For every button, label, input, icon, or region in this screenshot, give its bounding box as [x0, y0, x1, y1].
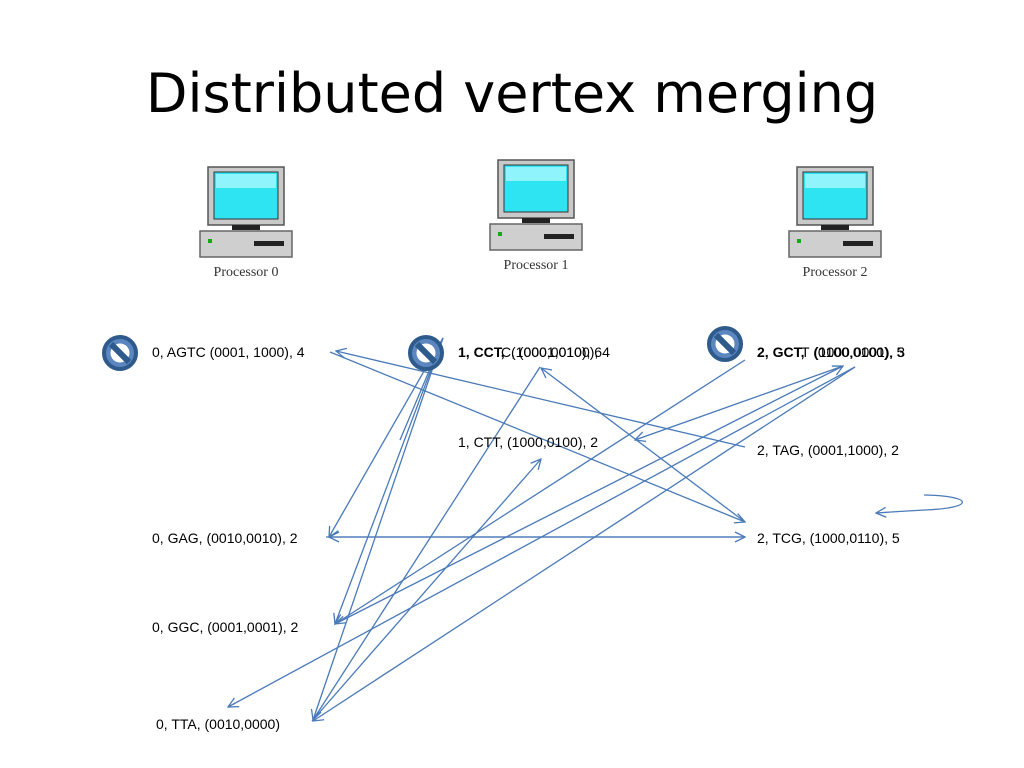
vertex-p1-cct-overlap-1: C, (0001,0100), 4	[501, 344, 610, 360]
vertex-p1-ctt: 1, CTT, (1000,0100), 2	[458, 434, 599, 450]
no-entry-icon	[707, 326, 743, 362]
vertex-p0-agtc: 0, AGTC (0001, 1000), 4	[152, 344, 305, 360]
processor-0: Processor 0	[191, 165, 301, 281]
edge-arrow	[312, 366, 541, 721]
edge-arrow	[329, 351, 745, 522]
edge-arrow	[334, 366, 843, 625]
no-entry-icon	[408, 335, 444, 371]
edge-arrow	[313, 366, 856, 721]
no-entry-icon	[102, 335, 138, 371]
slide-title: Distributed vertex merging	[145, 62, 879, 125]
vertex-p0-ggc: 0, GGC, (0001,0001), 2	[152, 619, 299, 635]
vertex-p2-tag: 2, TAG, (0001,1000), 2	[757, 442, 899, 458]
edge-arrow	[311, 459, 541, 722]
edge-arrow	[335, 337, 444, 624]
edge-arrow	[228, 366, 856, 707]
vertex-p0-gag: 0, GAG, (0010,0010), 2	[152, 530, 298, 546]
vertex-p2-gct-overlap-1: T (0100,0100), 5	[801, 344, 905, 360]
self-loop-arrow	[876, 494, 963, 513]
computer-icon	[489, 159, 583, 251]
vertex-p0-tta: 0, TTA, (0010,0000)	[156, 716, 280, 732]
edge-arrow	[335, 359, 746, 624]
processor-1: Processor 1	[481, 158, 591, 274]
edge-arrow	[635, 365, 844, 440]
edge-arrow	[541, 368, 746, 523]
edge-arrow	[313, 337, 444, 720]
edge-arrow	[329, 337, 444, 537]
processor-label: Processor 2	[802, 265, 868, 280]
vertex-p2-tcg: 2, TCG, (1000,0110), 5	[757, 530, 900, 546]
computer-icon	[199, 166, 293, 258]
vertex-p2-gct-id: 2, GCT,	[757, 344, 805, 360]
processor-2: Processor 2	[780, 165, 890, 281]
processor-label: Processor 1	[503, 258, 569, 273]
vertex-p2-gct-overlap-2: (1000,0001), 3	[814, 344, 906, 360]
vertex-p1-cct-overlap-2: (1000,0010), 6	[511, 344, 603, 360]
processor-label: Processor 0	[213, 265, 279, 280]
vertex-p1-cct-id: 1, CCT,	[458, 344, 505, 360]
computer-icon	[788, 166, 882, 258]
edge-arrow	[336, 351, 746, 448]
